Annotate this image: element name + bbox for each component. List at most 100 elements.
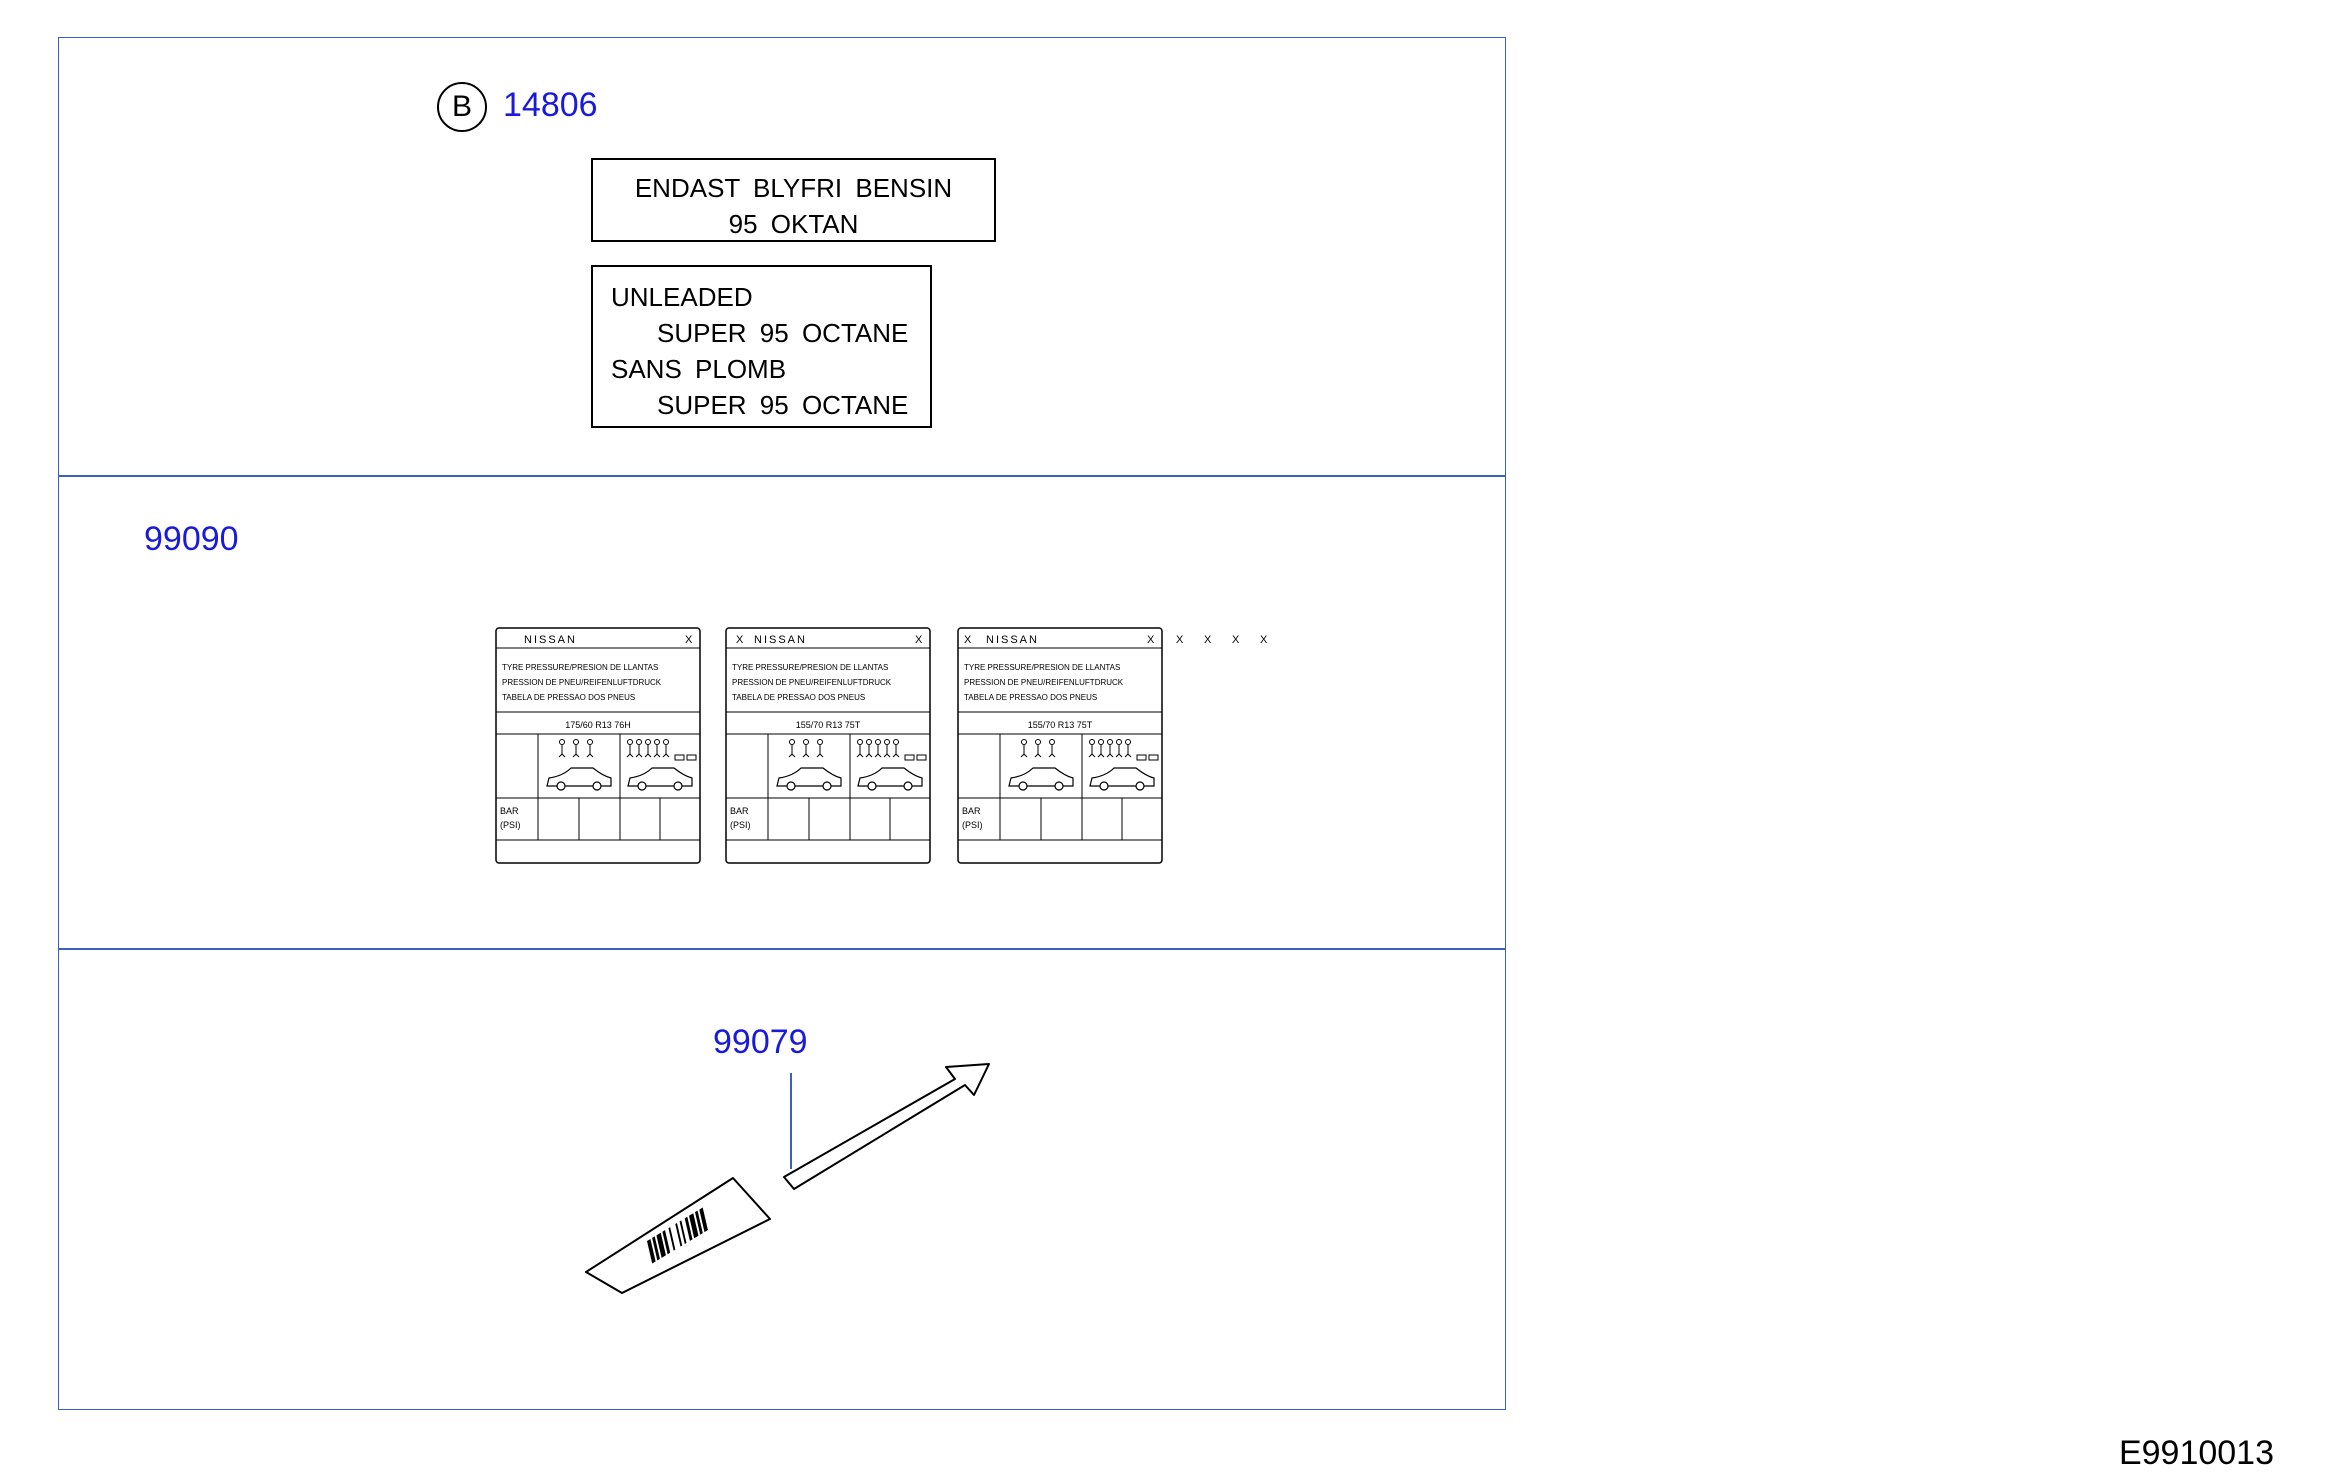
car-icon <box>546 767 612 787</box>
callout-letter: B <box>451 90 472 123</box>
unit-text: (PSI) <box>962 820 983 830</box>
person-icon <box>868 753 873 758</box>
wheel-icon <box>903 781 913 791</box>
person-icon <box>791 753 796 758</box>
person-icon <box>1098 739 1104 745</box>
person-icon <box>1106 753 1111 758</box>
x-mark: X <box>1204 634 1212 646</box>
barcode-bar <box>695 1210 703 1235</box>
person-icon <box>645 739 651 745</box>
person-icon <box>647 753 652 758</box>
label-line: ENDAST BLYFRI BENSIN <box>634 173 953 203</box>
person-icon <box>802 753 807 758</box>
unit-text: (PSI) <box>500 820 521 830</box>
person-icon <box>1097 753 1102 758</box>
luggage-icon <box>916 754 927 761</box>
person-icon <box>857 739 863 745</box>
person-icon <box>866 739 872 745</box>
person-icon <box>572 753 577 758</box>
person-icon <box>1048 753 1053 758</box>
tire-text: PRESSION DE PNEU/REIFENLUFTDRUCK <box>732 678 892 687</box>
person-icon <box>558 753 563 758</box>
unit-text: BAR <box>500 806 519 816</box>
barcode-label-panel: 99079 <box>58 948 1506 1410</box>
label-outline <box>957 627 1163 864</box>
person-icon <box>1125 739 1131 745</box>
x-mark: X <box>736 634 744 646</box>
barcode-bar <box>699 1207 708 1233</box>
label-line: SUPER 95 OCTANE <box>657 390 909 420</box>
x-mark: X <box>964 634 972 646</box>
person-icon <box>1116 739 1122 745</box>
person-icon <box>874 753 879 758</box>
luggage-icon <box>1136 754 1147 761</box>
barcode-bar <box>662 1230 671 1255</box>
tire-text: TYRE PRESSURE/PRESION DE LLANTAS <box>502 663 658 672</box>
unit-text: BAR <box>730 806 749 816</box>
brand-text: NISSAN <box>754 634 807 646</box>
diagram-code: E9910013 <box>2118 1434 2274 1472</box>
person-icon <box>653 753 658 758</box>
label-line: 95 OKTAN <box>728 209 859 239</box>
barcode-bar <box>656 1232 666 1258</box>
tire-pressure-label: NISSAN X TYRE PRESSURE/PRESION DE LLANTAS P… <box>725 627 931 864</box>
person-icon <box>587 739 593 745</box>
wheel-icon <box>867 781 877 791</box>
person-icon <box>636 739 642 745</box>
person-icon <box>883 753 888 758</box>
person-icon <box>1100 753 1105 758</box>
luggage-icon <box>674 754 685 761</box>
arrow-icon <box>783 1063 990 1190</box>
person-icon <box>1021 739 1027 745</box>
wheel-icon <box>786 781 796 791</box>
tire-text: TYRE PRESSURE/PRESION DE LLANTAS <box>732 663 888 672</box>
person-icon <box>856 753 861 758</box>
barcode-bar <box>679 1220 687 1244</box>
tire-text: TYRE PRESSURE/PRESION DE LLANTAS <box>964 663 1120 672</box>
x-mark: X <box>1232 634 1240 646</box>
person-icon <box>819 753 824 758</box>
person-icon <box>629 753 634 758</box>
barcode-drawing <box>585 1063 990 1294</box>
part-number-99090[interactable]: 99090 <box>144 520 239 558</box>
person-icon <box>859 753 864 758</box>
person-icon <box>1124 753 1129 758</box>
part-number-14806[interactable]: 14806 <box>503 86 598 124</box>
person-icon <box>893 739 899 745</box>
barcode-bar <box>675 1222 683 1247</box>
wheel-icon <box>637 781 647 791</box>
label-outline <box>725 627 931 864</box>
x-mark: X <box>1147 634 1155 646</box>
person-icon <box>803 739 809 745</box>
tire-size-text: 155/70 R13 75T <box>1028 720 1093 730</box>
barcode-bar <box>668 1227 676 1251</box>
tire-text: TABELA DE PRESSAO DOS PNEUS <box>964 693 1097 702</box>
car-icon <box>627 767 693 787</box>
unit-text: BAR <box>962 806 981 816</box>
unit-text: (PSI) <box>730 820 751 830</box>
car-icon <box>1089 767 1155 787</box>
luggage-icon <box>1148 754 1159 761</box>
person-icon <box>1115 753 1120 758</box>
wheel-icon <box>673 781 683 791</box>
person-icon <box>1091 753 1096 758</box>
person-icon <box>589 753 594 758</box>
person-icon <box>1023 753 1028 758</box>
person-icon <box>626 753 631 758</box>
person-icon <box>1088 753 1093 758</box>
car-icon <box>857 767 923 787</box>
person-icon <box>644 753 649 758</box>
luggage-icon <box>904 754 915 761</box>
fuel-label-swedish: ENDAST BLYFRI BENSIN 95 OKTAN <box>591 158 996 242</box>
x-mark: X <box>915 634 923 646</box>
x-mark: X <box>1260 634 1268 646</box>
x-mark: X <box>685 634 693 646</box>
part-number-99079[interactable]: 99079 <box>713 1023 808 1061</box>
person-icon <box>817 739 823 745</box>
person-icon <box>895 753 900 758</box>
tire-text: TABELA DE PRESSAO DOS PNEUS <box>732 693 865 702</box>
tire-size-text: 155/70 R13 75T <box>796 720 861 730</box>
person-icon <box>875 739 881 745</box>
person-icon <box>877 753 882 758</box>
brand-text: NISSAN <box>986 634 1039 646</box>
